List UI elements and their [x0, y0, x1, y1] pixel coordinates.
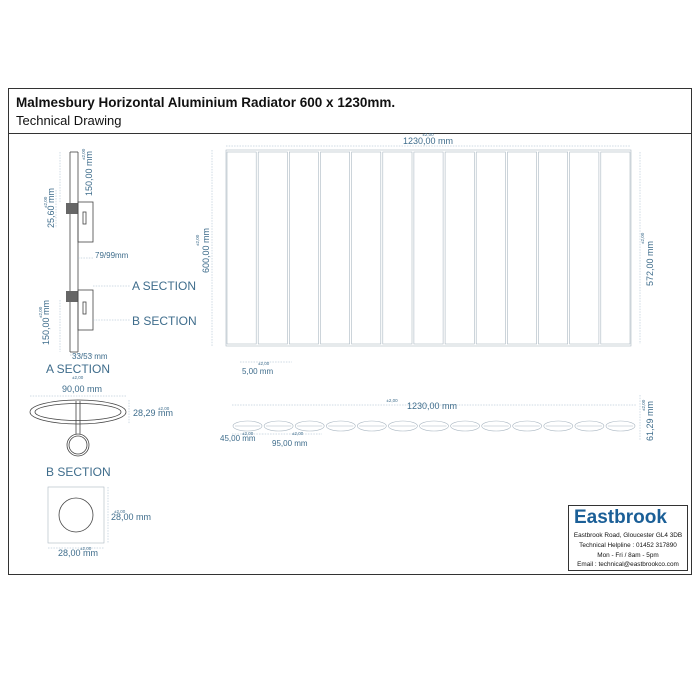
- top-tube-tolerance: ±2,00: [242, 431, 254, 436]
- front-view: 1230,00 mm ±2,00 600,00 mm ±2,00 572,00 …: [195, 132, 655, 376]
- top-tube-dimension: 45,00 mm: [220, 434, 256, 443]
- b-section-width-tolerance: ±2,00: [80, 546, 92, 551]
- front-width-tolerance: ±2,00: [422, 132, 434, 137]
- front-column: [257, 151, 288, 345]
- front-width-dimension: 1230,00 mm: [403, 136, 453, 146]
- side-top-tolerance: ±2,00: [81, 148, 86, 160]
- a-section-height-tolerance: ±2,00: [158, 406, 170, 411]
- top-tube: [419, 420, 449, 432]
- top-depth-tolerance: ±2,00: [641, 399, 646, 411]
- top-tube: [356, 420, 387, 432]
- side-top-dimension: 150,00 mm: [84, 151, 94, 196]
- b-section-title: B SECTION: [46, 465, 111, 479]
- front-column: [320, 151, 351, 345]
- b-section-width-dimension: 28,00 mm: [58, 548, 98, 558]
- top-tube: [232, 420, 263, 432]
- bracket-plate-top: [77, 201, 94, 243]
- front-gap-dimension: 5,00 mm: [242, 367, 273, 376]
- front-height-tolerance: ±2,00: [195, 234, 200, 246]
- top-pitch-dimension: 95,00 mm: [272, 439, 308, 448]
- side-bottom-tolerance: ±2,00: [38, 306, 43, 318]
- a-section-tube-inner: [68, 435, 88, 455]
- title-bar: [8, 88, 692, 134]
- company-name: Eastbrook: [574, 507, 667, 528]
- company-email: Email : technical@eastbrookco.com: [577, 561, 679, 568]
- top-tube: [325, 420, 356, 432]
- front-column: [226, 151, 257, 345]
- side-bracket-tolerance: ±2,00: [43, 196, 48, 208]
- front-column: [507, 151, 537, 345]
- top-tube: [450, 420, 480, 432]
- drawing-title: Malmesbury Horizontal Aluminium Radiator…: [16, 95, 396, 110]
- b-section-square: [47, 486, 105, 544]
- b-section-height-dimension: 28,00 mm: [111, 512, 151, 522]
- front-inner-height-tolerance: ±2,00: [640, 232, 645, 244]
- a-section-width-tolerance: ±2,00: [72, 375, 84, 380]
- top-tube: [605, 420, 636, 432]
- b-section-circle: [58, 497, 94, 533]
- company-hours: Mon - Fri / 8am - 5pm: [597, 552, 659, 559]
- a-section-outer-oval: [29, 399, 127, 425]
- front-column: [351, 151, 382, 345]
- wall-bracket-top: [66, 203, 78, 214]
- bracket-slot-top: [82, 211, 87, 225]
- top-width-dimension: 1230,00 mm: [407, 401, 457, 411]
- top-depth-dimension: 61,29 mm: [645, 401, 655, 441]
- side-depth-dimension: 79/99mm: [95, 251, 129, 260]
- side-bottom-dimension: 150,00 mm: [41, 300, 51, 345]
- a-section-title: A SECTION: [46, 362, 110, 376]
- top-tube: [263, 420, 294, 432]
- side-view: 150,00 mm ±2,00 25,60 mm ±2,00 79/99mm 1…: [38, 148, 197, 361]
- top-tube: [388, 420, 418, 432]
- top-view: 1230,00 mm ±2,00 45,00 mm ±2,00 95,00 mm…: [220, 395, 655, 448]
- top-tube: [574, 420, 605, 432]
- wall-bracket-bottom: [66, 291, 78, 302]
- front-column: [413, 151, 444, 345]
- a-section-inner-oval: [34, 403, 122, 421]
- top-width-tolerance: ±2,00: [386, 398, 398, 403]
- front-column: [538, 151, 569, 345]
- a-section-width-dimension: 90,00 mm: [62, 384, 102, 394]
- front-column: [600, 151, 631, 345]
- side-base-dimension: 33/53 mm: [72, 352, 108, 361]
- top-tube: [294, 420, 325, 432]
- top-tube: [512, 420, 543, 432]
- front-column: [382, 151, 413, 345]
- front-columns: [226, 151, 631, 345]
- drawing-subtitle: Technical Drawing: [16, 113, 122, 128]
- bracket-plate-bottom: [77, 289, 94, 331]
- front-outline: [225, 149, 632, 347]
- bracket-slot-bottom: [82, 301, 87, 315]
- a-section-height-dimension: 28,29 mm: [133, 408, 173, 418]
- front-inner-height-dimension: 572,00 mm: [645, 241, 655, 286]
- front-column: [569, 151, 600, 345]
- a-section-tube-outer: [66, 433, 90, 457]
- top-tube: [543, 420, 574, 432]
- top-tubes: [232, 420, 636, 432]
- a-section: A SECTION ±2,00 90,00 mm ±2,00 28,29 mm: [29, 362, 173, 457]
- b-section: B SECTION ±2,00 28,00 mm ±2,00 28,00 mm: [46, 465, 151, 558]
- front-column: [444, 151, 475, 345]
- front-height-dimension: 600,00 mm: [201, 228, 211, 273]
- front-column: [288, 151, 319, 345]
- side-label-b-section: B SECTION: [132, 314, 197, 328]
- top-tube: [481, 420, 512, 432]
- side-label-a-section: A SECTION: [132, 279, 196, 293]
- company-helpline: Technical Helpline : 01452 317890: [579, 542, 677, 549]
- company-info-box: [568, 505, 688, 571]
- front-gap-tolerance: ±2,00: [258, 361, 270, 366]
- company-address: Eastbrook Road, Gloucester GL4 3DB: [573, 532, 683, 539]
- top-pitch-tolerance: ±2,00: [292, 431, 304, 436]
- drawing-sheet-border: [8, 88, 692, 575]
- front-column: [475, 151, 506, 345]
- b-section-height-tolerance: ±2,00: [114, 509, 126, 514]
- side-bracket-dimension: 25,60 mm: [46, 188, 56, 228]
